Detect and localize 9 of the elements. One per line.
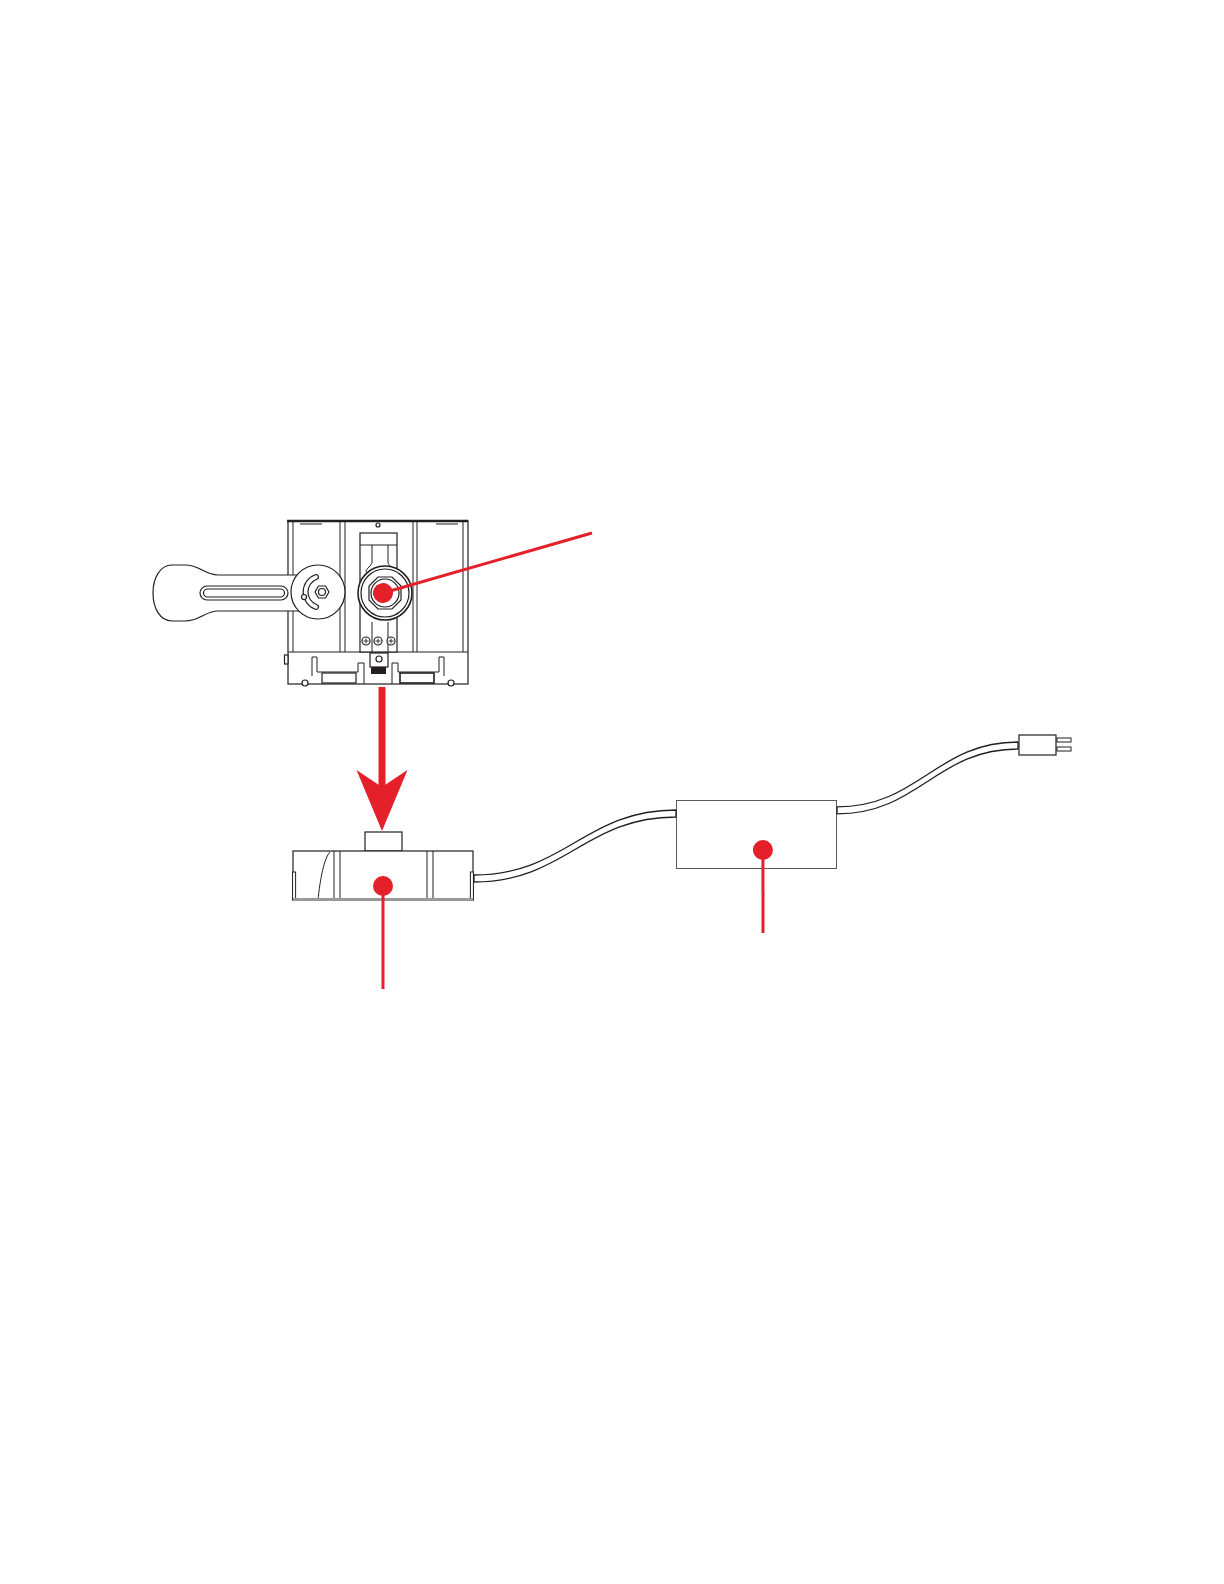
leader-line bbox=[752, 840, 773, 933]
junction-box-drawing bbox=[292, 831, 474, 902]
leader-line bbox=[373, 876, 393, 989]
cable bbox=[473, 809, 677, 883]
cable bbox=[836, 741, 1019, 815]
fixture-housing-drawing bbox=[150, 519, 472, 687]
plug-drawing bbox=[1018, 734, 1072, 756]
leader-line bbox=[373, 531, 593, 603]
driver-box bbox=[676, 800, 837, 869]
